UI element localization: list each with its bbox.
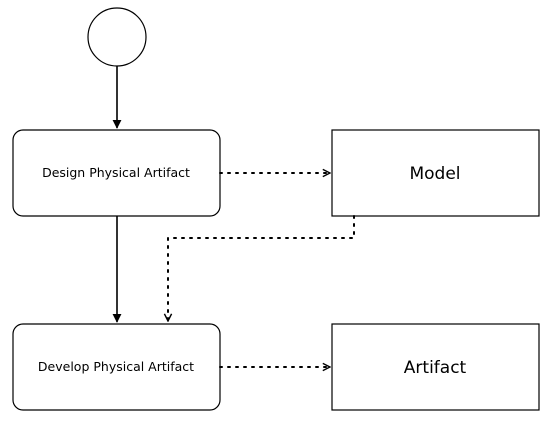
edge-model-to-develop	[168, 215, 355, 322]
start-node	[87, 7, 147, 67]
artifact-model-box	[331, 129, 540, 217]
artifact-artifact: Artifact	[331, 323, 540, 411]
artifact-artifact-box	[331, 323, 540, 411]
activity-develop-label: Develop Physical Artifact	[38, 359, 194, 374]
artifact-model: Model	[331, 129, 540, 217]
artifact-model-label: Model	[409, 164, 460, 184]
activity-develop: Develop Physical Artifact	[12, 323, 221, 411]
activity-design-label: Design Physical Artifact	[42, 165, 190, 180]
activity-design: Design Physical Artifact	[12, 129, 221, 217]
artifact-artifact-label: Artifact	[404, 358, 467, 378]
